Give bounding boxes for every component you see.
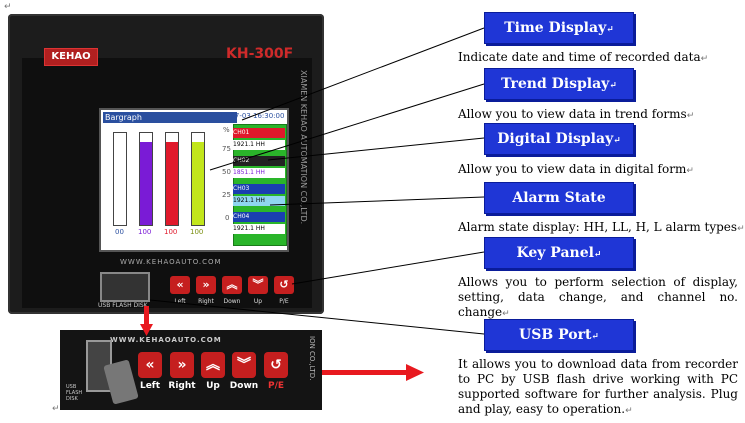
usb-label: USB FLASH DISK: [98, 302, 148, 309]
channel-id: CH04: [233, 212, 285, 222]
scale-unit: %: [223, 126, 230, 134]
channel-value: 1921.1 HH: [233, 224, 285, 234]
right-key-button[interactable]: »: [170, 352, 194, 378]
right-key-button[interactable]: »: [196, 276, 216, 294]
key-label: Down: [229, 381, 259, 391]
time-display-label: Time Display↵: [484, 12, 634, 44]
trend-display-label: Trend Display↵: [484, 68, 634, 100]
left-key-button[interactable]: «: [170, 276, 190, 294]
manufacturer-text: ION CO.,LTD.: [308, 336, 316, 381]
alarm-state-label: Alarm State Display↵: [484, 182, 634, 236]
paragraph-mark: ↵: [4, 2, 12, 12]
key-panel-label: Key Panel↵: [484, 237, 634, 269]
digital-display-desc: Allow you to view data in digital form↵: [458, 162, 694, 176]
screen-title: Bargraph: [103, 112, 237, 123]
bar-channel-4: [191, 132, 205, 226]
bar-channel-3: [165, 132, 179, 226]
channel-id: CH01: [233, 128, 285, 138]
usb-port-desc: It allows you to download data from reco…: [458, 357, 738, 416]
up-key-button[interactable]: ︾: [248, 276, 268, 294]
website-text: WWW.KEHAOAUTO.COM: [120, 258, 222, 266]
left-key-button[interactable]: «: [138, 352, 162, 378]
key-label: Right: [198, 298, 214, 305]
bar-channel-1: [113, 132, 127, 226]
usb-port-label: USB Port↵: [484, 319, 634, 351]
right-arrow-icon: [322, 364, 424, 381]
bar-fill: [166, 142, 178, 225]
down-arrow-icon: [140, 306, 153, 336]
down-key-button[interactable]: ︽: [222, 276, 242, 294]
key-label: P/E: [267, 381, 285, 391]
channel-id: CH03: [233, 184, 285, 194]
bar-label: 100: [164, 228, 178, 236]
trend-display-desc: Allow you to view data in trend forms↵: [458, 107, 695, 121]
key-label: Left: [139, 381, 161, 391]
time-display-desc: Indicate date and time of recorded data↵: [458, 50, 709, 64]
scale-tick: 75: [222, 145, 231, 153]
pe-key-button[interactable]: ↺: [274, 276, 294, 294]
key-label: Up: [253, 298, 263, 305]
down-key-button[interactable]: ︾: [232, 352, 256, 378]
device-screen: Bargraph 11-07-03 16:30:00 % 75 50 25 0 …: [99, 108, 289, 252]
bar-label: 00: [115, 228, 124, 236]
scale-tick: 0: [225, 214, 230, 222]
channel-value: 1921.1 HH: [233, 140, 285, 150]
key-label: P/E: [279, 298, 289, 305]
usb-port[interactable]: [100, 272, 150, 302]
key-panel-desc: Allows you to perform selection of displ…: [458, 275, 738, 319]
brand-logo: KEHAO: [44, 48, 98, 66]
up-key-button[interactable]: ︽: [201, 352, 225, 378]
digital-display-label: Digital Display↵: [484, 123, 634, 155]
pe-key-button[interactable]: ↺: [264, 352, 288, 378]
paragraph-mark: ↵: [52, 404, 60, 414]
scale-tick: 25: [222, 191, 231, 199]
channel-value: 1851.1 HH: [233, 168, 285, 178]
key-label: Left: [174, 298, 186, 305]
key-label: Right: [168, 381, 196, 391]
model-label: KH-300F: [226, 46, 294, 62]
website-text: WWW.KEHAOAUTO.COM: [110, 336, 222, 344]
usb-label: USB FLASH DISK: [66, 384, 83, 402]
bar-fill: [114, 142, 126, 225]
bar-label: 100: [138, 228, 152, 236]
scale-tick: 50: [222, 168, 231, 176]
channel-value: 1921.1 HH: [233, 196, 285, 206]
bar-fill: [192, 142, 204, 225]
key-label: Up: [206, 381, 220, 391]
alarm-state-desc: Alarm state display: HH, LL, H, L alarm …: [458, 220, 745, 234]
bar-label: 100: [190, 228, 204, 236]
key-label: Down: [223, 298, 241, 305]
bar-fill: [140, 142, 152, 225]
bar-channel-2: [139, 132, 153, 226]
manufacturer-text: XIAMEN KEHAO AUTOMATION CO.,LTD.: [299, 70, 308, 225]
